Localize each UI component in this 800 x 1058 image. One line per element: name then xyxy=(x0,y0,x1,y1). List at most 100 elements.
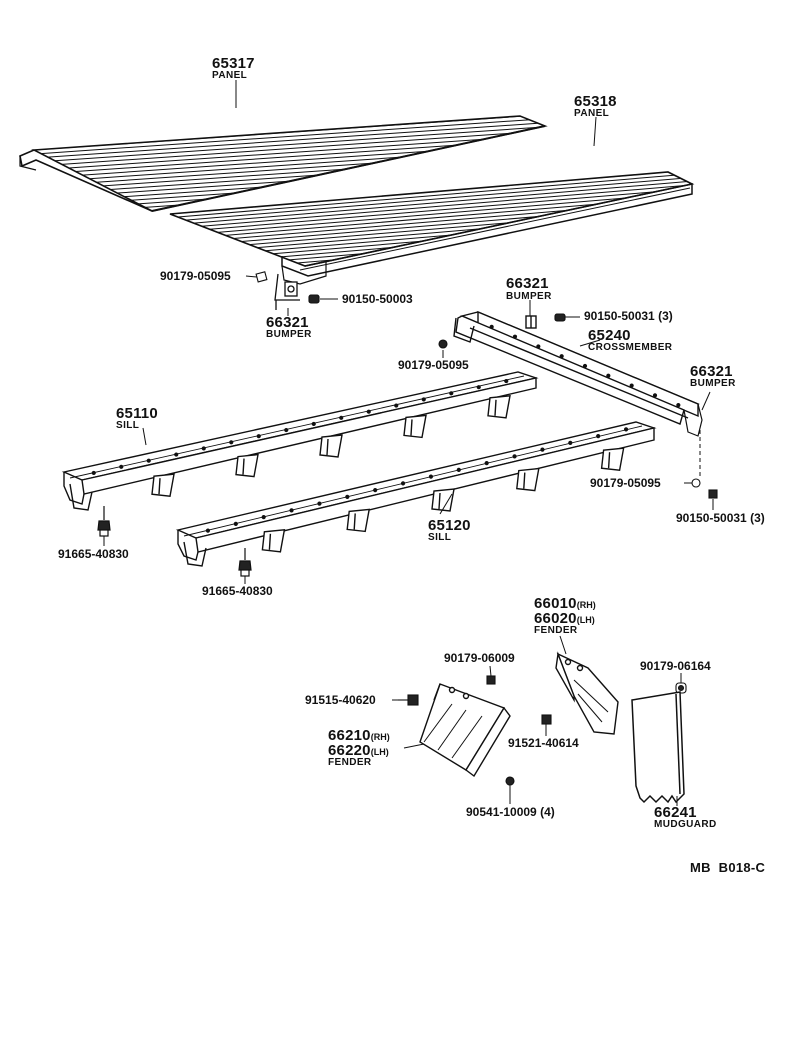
mount-hole xyxy=(201,446,206,451)
mount-hole xyxy=(582,363,588,369)
callout-91665-40830-b: 91665-40830 xyxy=(202,584,273,598)
callout-90179-05095-c: 90179-05095 xyxy=(590,476,661,490)
part-number: 90150-50031 xyxy=(676,511,747,525)
mount-hole xyxy=(504,378,509,384)
mount-hole xyxy=(489,324,494,329)
mudguard-66241-drawing xyxy=(631,691,685,804)
callout-65317-number: 65317 xyxy=(212,55,255,72)
callout-90179-05095-a: 90179-05095 xyxy=(160,269,231,283)
mount-hole xyxy=(512,334,518,339)
mount-hole xyxy=(421,397,426,402)
callout-66220-name: FENDER xyxy=(328,757,372,768)
panel-rib xyxy=(34,116,545,151)
mount-hole xyxy=(449,391,454,396)
sill-bracket xyxy=(235,453,259,478)
mount-hole xyxy=(91,470,96,476)
sill-bracket xyxy=(151,473,175,497)
callout-91515-40620: 91515-40620 xyxy=(305,693,376,707)
sill-bracket xyxy=(403,414,427,439)
mount-hole xyxy=(289,508,294,513)
callout-66020-name: FENDER xyxy=(534,625,578,636)
mount-hole xyxy=(233,521,238,526)
callout-65120-number: 65120 xyxy=(428,517,471,534)
side: (LH) xyxy=(370,747,389,757)
mount-hole xyxy=(623,427,629,432)
fender-66010-drawing xyxy=(555,651,619,735)
callout-66241-number: 66241 xyxy=(654,804,697,821)
bumper-66321-a-drawing xyxy=(274,273,300,310)
callout-90150-50031-a: 90150-50031 (3) xyxy=(584,310,673,322)
figure-reference: MB B018-C xyxy=(690,860,766,875)
side: (LH) xyxy=(576,615,595,625)
mount-hole xyxy=(373,488,378,493)
mount-hole xyxy=(311,421,316,427)
callout-66210: 66210(RH) xyxy=(328,728,390,744)
bracket-edge xyxy=(523,472,526,489)
panel-rib xyxy=(61,127,545,165)
callout-66010: 66010(RH) xyxy=(534,596,596,612)
panel-rib xyxy=(40,117,545,155)
bracket-edge xyxy=(607,452,611,469)
sill-65110-drawing xyxy=(61,371,539,511)
mount-hole xyxy=(568,440,573,445)
callout-65110-number: 65110 xyxy=(116,405,158,422)
callout-65120-name: SILL xyxy=(428,532,452,543)
callout-65318-number: 65318 xyxy=(574,93,617,110)
mount-hole xyxy=(366,409,371,414)
part-number: 90541-10009 xyxy=(466,805,537,819)
mount-hole xyxy=(317,501,322,506)
sill-bracket xyxy=(261,529,286,553)
mount-hole xyxy=(652,393,658,398)
callout-91665-40830-a: 91665-40830 xyxy=(58,547,129,561)
callout-90150-50031-b: 90150-50031 (3) xyxy=(676,512,765,524)
part-number: 66220 xyxy=(328,742,371,759)
panel-rib xyxy=(54,124,545,162)
callout-66321-b-number: 66321 xyxy=(506,275,549,292)
quantity: (4) xyxy=(540,805,555,819)
sill-65120-drawing xyxy=(175,421,657,567)
panel-rib xyxy=(193,178,692,224)
mount-hole xyxy=(205,528,211,533)
callout-65317-name: PANEL xyxy=(212,70,248,81)
sill-bracket xyxy=(487,395,511,419)
bracket-edge xyxy=(326,438,329,456)
sill-bracket xyxy=(431,488,455,512)
mount-hole xyxy=(428,474,434,479)
callout-90179-06164: 90179-06164 xyxy=(640,659,711,673)
mount-hole xyxy=(629,383,634,388)
part-number: 90150-50031 xyxy=(584,309,655,323)
callout-66020: 66020(LH) xyxy=(534,611,595,627)
callout-66321-c-number: 66321 xyxy=(690,363,733,380)
sill-bracket xyxy=(346,508,371,533)
part-number: 66210 xyxy=(328,727,371,744)
mount-hole xyxy=(261,515,266,520)
leader-lines xyxy=(103,80,714,806)
bracket-edge xyxy=(158,478,161,495)
callout-91521-40614: 91521-40614 xyxy=(508,736,579,750)
bracket-edge xyxy=(494,399,497,416)
bracket-edge xyxy=(242,458,245,475)
sill-bracket xyxy=(600,447,625,471)
callout-65240-name: CROSSMEMBER xyxy=(588,342,673,353)
mount-hole xyxy=(596,434,601,439)
mount-hole xyxy=(456,467,461,472)
mount-hole xyxy=(345,494,350,499)
mount-hole xyxy=(540,447,545,452)
panel-rib xyxy=(177,172,692,218)
side: (RH) xyxy=(576,600,596,610)
callout-66321-c-name: BUMPER xyxy=(690,378,736,389)
panel-rib xyxy=(201,181,692,227)
mount-hole xyxy=(229,440,234,445)
callout-66321-b-name: BUMPER xyxy=(506,291,552,302)
callout-90179-05095-b: 90179-05095 xyxy=(398,358,469,372)
mount-hole xyxy=(174,452,179,457)
mount-hole xyxy=(394,403,399,408)
mount-hole xyxy=(256,434,261,439)
part-number: 66010 xyxy=(534,595,577,612)
part-number: 66020 xyxy=(534,610,577,627)
mount-hole xyxy=(400,481,406,486)
callout-90179-06009: 90179-06009 xyxy=(444,651,515,665)
callout-66321-a-number: 66321 xyxy=(266,314,309,331)
mount-hole xyxy=(146,458,151,463)
